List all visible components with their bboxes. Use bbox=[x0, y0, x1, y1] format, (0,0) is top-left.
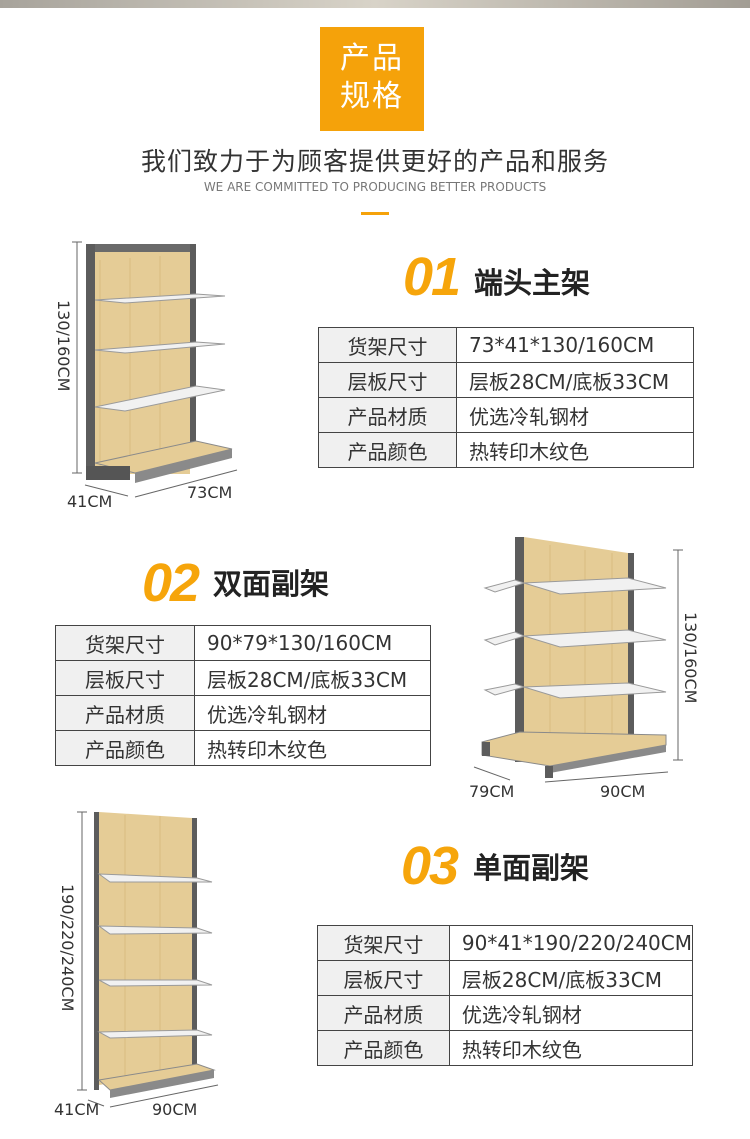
width-dim-label-3: 90CM bbox=[152, 1100, 198, 1119]
table-row: 产品颜色 热转印木纹色 bbox=[318, 432, 694, 468]
accent-line bbox=[361, 212, 389, 215]
spec-value: 层板28CM/底板33CM bbox=[456, 362, 694, 398]
table-row: 货架尺寸 90*79*130/160CM bbox=[55, 625, 431, 661]
section-title-03: 单面副架 bbox=[473, 851, 590, 885]
table-row: 产品材质 优选冷轧钢材 bbox=[318, 397, 694, 433]
spec-key: 层板尺寸 bbox=[55, 660, 195, 696]
page-subtitle: 我们致力于为顾客提供更好的产品和服务 bbox=[140, 147, 609, 176]
spec-key: 产品颜色 bbox=[55, 730, 195, 766]
width-dim-label-2: 90CM bbox=[600, 782, 646, 801]
spec-key: 产品材质 bbox=[317, 995, 450, 1031]
table-row: 货架尺寸 90*41*190/220/240CM bbox=[317, 925, 694, 961]
section-number-01: 01 bbox=[403, 247, 461, 307]
table-row: 产品材质 优选冷轧钢材 bbox=[317, 995, 694, 1031]
spec-key: 货架尺寸 bbox=[55, 625, 195, 661]
spec-value: 73*41*130/160CM bbox=[456, 327, 694, 363]
spec-key: 产品材质 bbox=[318, 397, 457, 433]
section-title-01: 端头主架 bbox=[474, 266, 591, 300]
spec-key: 产品颜色 bbox=[318, 432, 457, 468]
table-row: 层板尺寸 层板28CM/底板33CM bbox=[317, 960, 694, 996]
spec-key: 产品颜色 bbox=[317, 1030, 450, 1066]
spec-value: 热转印木纹色 bbox=[448, 1030, 694, 1066]
spec-key: 货架尺寸 bbox=[317, 925, 450, 961]
spec-key: 产品材质 bbox=[55, 695, 195, 731]
top-decor-band bbox=[0, 0, 750, 8]
height-dim-label-3: 190/220/240CM bbox=[58, 884, 77, 1012]
spec-key: 货架尺寸 bbox=[318, 327, 457, 363]
table-row: 产品材质 优选冷轧钢材 bbox=[55, 695, 431, 731]
section-title-02: 双面副架 bbox=[213, 567, 330, 601]
page-subtitle-en: WE ARE COMMITTED TO PRODUCING BETTER PRO… bbox=[203, 180, 547, 194]
spec-table-02: 货架尺寸 90*79*130/160CM 层板尺寸 层板28CM/底板33CM … bbox=[55, 625, 431, 766]
table-row: 产品颜色 热转印木纹色 bbox=[55, 730, 431, 766]
badge-line-1: 产品 bbox=[340, 41, 404, 76]
spec-value: 热转印木纹色 bbox=[456, 432, 694, 468]
width-dim-label-1: 73CM bbox=[187, 483, 233, 502]
table-row: 产品颜色 热转印木纹色 bbox=[317, 1030, 694, 1066]
depth-dim-label-1: 41CM bbox=[67, 492, 113, 511]
spec-table-03: 货架尺寸 90*41*190/220/240CM 层板尺寸 层板28CM/底板3… bbox=[317, 925, 694, 1066]
spec-key: 层板尺寸 bbox=[317, 960, 450, 996]
table-row: 货架尺寸 73*41*130/160CM bbox=[318, 327, 694, 363]
section-number-02: 02 bbox=[142, 553, 200, 613]
depth-dim-label-3: 41CM bbox=[54, 1100, 100, 1119]
badge-line-2: 规格 bbox=[340, 79, 404, 114]
spec-value: 优选冷轧钢材 bbox=[448, 995, 694, 1031]
spec-badge: 产品 规格 bbox=[320, 27, 424, 131]
spec-value: 层板28CM/底板33CM bbox=[194, 660, 431, 696]
spec-value: 优选冷轧钢材 bbox=[194, 695, 431, 731]
spec-value: 90*41*190/220/240CM bbox=[448, 925, 694, 961]
table-row: 层板尺寸 层板28CM/底板33CM bbox=[318, 362, 694, 398]
spec-value: 优选冷轧钢材 bbox=[456, 397, 694, 433]
section-number-03: 03 bbox=[401, 836, 459, 896]
spec-value: 层板28CM/底板33CM bbox=[448, 960, 694, 996]
table-row: 层板尺寸 层板28CM/底板33CM bbox=[55, 660, 431, 696]
depth-dim-label-2: 79CM bbox=[469, 782, 515, 801]
spec-key: 层板尺寸 bbox=[318, 362, 457, 398]
spec-value: 90*79*130/160CM bbox=[194, 625, 431, 661]
spec-table-01: 货架尺寸 73*41*130/160CM 层板尺寸 层板28CM/底板33CM … bbox=[318, 327, 694, 468]
spec-value: 热转印木纹色 bbox=[194, 730, 431, 766]
